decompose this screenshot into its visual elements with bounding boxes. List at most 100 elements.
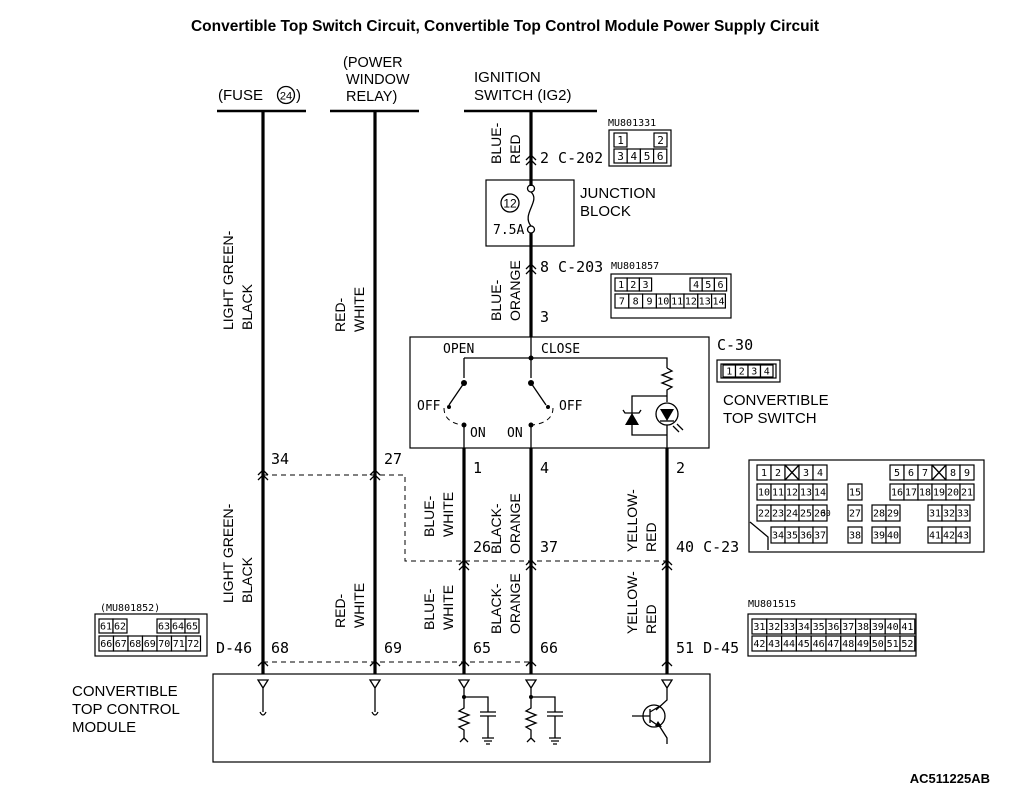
mu801852-pin-61: 61 — [100, 622, 112, 633]
transistor-emitter-arrow — [655, 721, 662, 727]
c23-pin-11: 11 — [772, 488, 784, 499]
c23-pin-29-cell — [885, 504, 901, 522]
right-off-label: OFF — [559, 399, 583, 414]
c23-pin-blank-2-blank-cross — [784, 464, 800, 481]
input-66-node — [529, 695, 533, 699]
power-window-relay-source: (POWER WINDOW RELAY) — [343, 55, 410, 105]
black-orange-label-b1: BLACK- — [488, 583, 504, 634]
mu801515-pin-32: 32 — [768, 622, 780, 633]
fuse-number: 24 — [280, 91, 292, 103]
mu801515-pin-48: 48 — [842, 639, 854, 650]
c23-pin-23: 23 — [772, 509, 784, 520]
chevron-65 — [458, 660, 470, 667]
mu801515-pin-52: 52 — [901, 639, 913, 650]
mu801857-pin-7: 7 — [619, 297, 625, 308]
pin-65: 65 — [473, 639, 491, 657]
c23-pin-27: 27 — [849, 509, 861, 520]
fuse-element — [527, 191, 535, 227]
c23-pin-33-cell — [955, 504, 971, 522]
mu801331-pin-5: 5 — [644, 150, 651, 163]
pin-34: 34 — [271, 450, 289, 468]
light-green-black-label-b2: BLACK — [239, 556, 255, 603]
mu801515-pin-33: 33 — [783, 622, 795, 633]
c23-pin-8: 8 — [950, 468, 956, 479]
black-orange-label-a2: ORANGE — [507, 493, 523, 554]
mu801852-pin-63: 63 — [158, 622, 170, 633]
mu801857-pin-1: 1 — [618, 280, 624, 291]
pin-68: 68 — [271, 639, 289, 657]
mu801852-pin-65: 65 — [186, 622, 198, 633]
left-switch-off-contact — [447, 405, 451, 409]
mu801857-pin-4: 4 — [693, 280, 699, 291]
blue-red-label-1: BLUE- — [488, 122, 504, 164]
c23-pin-40-cell — [885, 526, 901, 544]
chevron-26 — [458, 559, 470, 571]
pin-26: 26 — [473, 538, 491, 556]
c30-pin-1: 1 — [726, 367, 732, 378]
c23-pin-12: 12 — [786, 488, 798, 499]
mu801331-pin-2-cell — [653, 132, 668, 148]
mu801331-pin-4: 4 — [630, 150, 637, 163]
input-66-resistor — [524, 697, 538, 743]
diagram-title: Convertible Top Switch Circuit, Converti… — [191, 18, 819, 35]
c23-pin-9-cell — [959, 464, 975, 481]
yellow-red-label-b2: RED — [643, 604, 659, 634]
pin-51-d45: 51 D-45 — [676, 639, 739, 657]
chevron-68 — [257, 660, 269, 667]
fuse-label-suffix: ) — [296, 87, 301, 104]
c23-pin-37-cell — [812, 526, 828, 544]
c23-pin-27-cell — [847, 504, 863, 522]
c23-pin-36: 36 — [800, 531, 812, 542]
mu801515-pin-51: 51 — [887, 639, 899, 650]
c30-pin-2: 2 — [739, 367, 745, 378]
mu801515-pin-35: 35 — [813, 622, 825, 633]
mu801857-part-number: MU801857 — [611, 261, 659, 272]
c23-pin-31: 31 — [929, 509, 941, 520]
c23-pin-blank-8-blank-cross — [931, 464, 947, 481]
c23-pin-20: 20 — [947, 488, 959, 499]
junction-block-label2: BLOCK — [580, 203, 631, 220]
mu801852-pin-70: 70 — [158, 639, 170, 650]
mu801515-pin-34: 34 — [798, 622, 810, 633]
switch-open-label: OPEN — [443, 342, 474, 357]
mu801515-pin-46: 46 — [813, 639, 825, 650]
mu801515-pin-41-cell — [899, 618, 916, 635]
mu801852-pin-62: 62 — [114, 622, 126, 633]
blue-orange-label-2: ORANGE — [507, 260, 523, 321]
red-white-label-a1: RED- — [332, 297, 348, 332]
c23-pin-25: 25 — [800, 509, 812, 520]
pin-27: 27 — [384, 450, 402, 468]
c23-pin-21: 21 — [961, 488, 973, 499]
mu801331-pin-6-cell — [652, 148, 668, 164]
c23-pin-18: 18 — [919, 488, 931, 499]
pin-40-c23: 40 C-23 — [676, 538, 739, 556]
transistor-leads — [632, 705, 668, 744]
switch-box — [409, 336, 710, 449]
mu801515-pin-37: 37 — [842, 622, 854, 633]
pin-3: 3 — [540, 308, 549, 326]
c23-pin-41: 41 — [929, 531, 941, 542]
mu801852-pin-67: 67 — [115, 639, 127, 650]
c30-pin-3: 3 — [751, 367, 757, 378]
mu801852-pin-69: 69 — [144, 639, 156, 650]
mu801857-pin-14-cell — [710, 293, 726, 309]
indicator-resistor — [660, 367, 674, 402]
mu801852-pin-72-cell — [185, 635, 202, 652]
mu801515-pin-40: 40 — [887, 622, 899, 633]
module-label3: MODULE — [72, 719, 136, 736]
junction-block-label1: JUNCTION — [580, 185, 656, 202]
pin-66: 66 — [540, 639, 558, 657]
indicator-led-icon — [660, 409, 674, 421]
right-switch-blade — [530, 382, 547, 406]
fuse-label-prefix: (FUSE — [218, 87, 263, 104]
fuse-24-source: (FUSE 24 ) — [218, 85, 301, 105]
input-65-capacitor — [457, 679, 496, 745]
c23-pin-16: 16 — [891, 488, 903, 499]
ignition-label-line2: SWITCH (IG2) — [474, 87, 572, 104]
c23-pin-28: 28 — [873, 509, 885, 520]
pin-labels: 2 C-202 8 C-203 3 34 27 1 4 2 26 37 40 C… — [216, 149, 739, 657]
